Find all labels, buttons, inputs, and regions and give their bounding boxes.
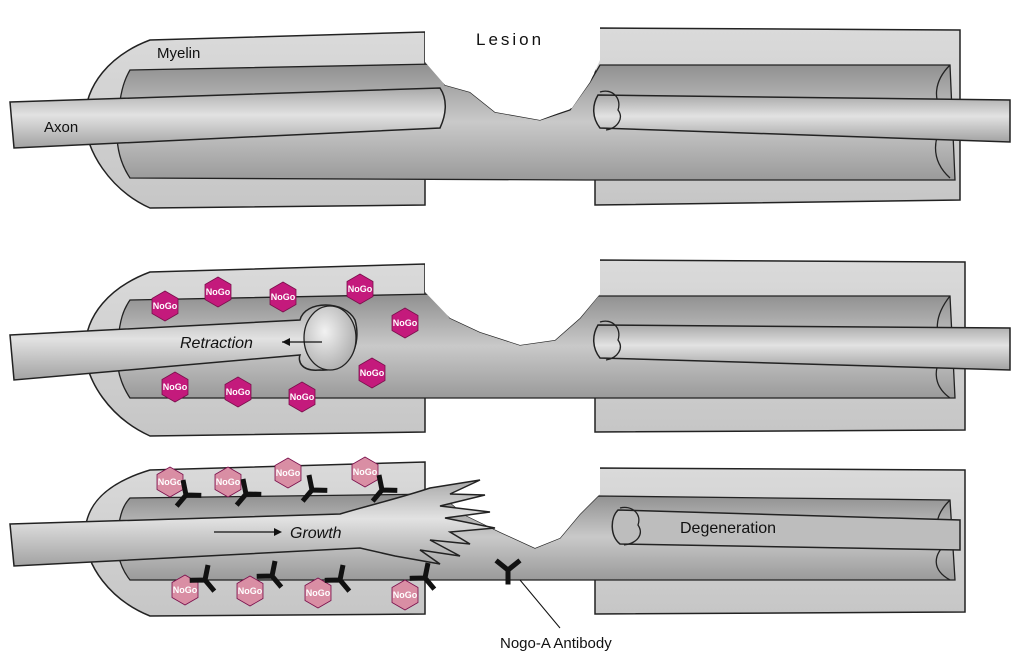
nogo-label: NoGo bbox=[163, 382, 188, 392]
antibody-icon bbox=[189, 564, 217, 593]
antibody-icon bbox=[234, 478, 262, 507]
nogo-label: NoGo bbox=[216, 477, 241, 487]
nogo-molecule: NoGo bbox=[346, 273, 374, 305]
nogo-molecule: NoGo bbox=[391, 307, 419, 339]
retraction-arrow bbox=[282, 338, 322, 346]
nogo-molecule: NoGo bbox=[224, 376, 252, 408]
nogo-molecule: NoGo bbox=[214, 466, 242, 498]
nogo-label: NoGo bbox=[226, 387, 251, 397]
nogo-molecule: NoGo bbox=[358, 357, 386, 389]
label-antibody: Nogo-A Antibody bbox=[500, 635, 612, 652]
nogo-molecule: NoGo bbox=[151, 290, 179, 322]
nogo-label: NoGo bbox=[271, 292, 296, 302]
nogo-label: NoGo bbox=[206, 287, 231, 297]
antibody-icon bbox=[174, 479, 202, 508]
nogo-molecule: NoGo bbox=[161, 371, 189, 403]
antibody-icon bbox=[324, 564, 352, 593]
nogo-label: NoGo bbox=[290, 392, 315, 402]
antibody-icon bbox=[409, 562, 437, 591]
nogo-molecule: NoGo bbox=[236, 575, 264, 607]
panel-intact-lesion: Myelin Axon Lesion bbox=[9, 22, 1011, 209]
antibody-group bbox=[174, 474, 522, 593]
nogo-label: NoGo bbox=[238, 586, 263, 596]
nogo-label: NoGo bbox=[360, 368, 385, 378]
nogo-label: NoGo bbox=[353, 467, 378, 477]
nogo-label: NoGo bbox=[153, 301, 178, 311]
antibody-icon bbox=[300, 474, 328, 503]
nogo-molecule: NoGo bbox=[156, 466, 184, 498]
growth-arrow bbox=[214, 528, 282, 536]
nogo-molecule: NoGo bbox=[204, 276, 232, 308]
label-growth: Growth bbox=[290, 525, 342, 542]
nogo-label: NoGo bbox=[306, 588, 331, 598]
antibody-icon bbox=[370, 474, 398, 503]
nogo-molecule: NoGo bbox=[269, 281, 297, 313]
nogo-molecule: NoGo bbox=[391, 579, 419, 611]
label-degeneration: Degeneration bbox=[680, 520, 776, 537]
nogo-molecule: NoGo bbox=[351, 456, 379, 488]
nogo-label: NoGo bbox=[393, 590, 418, 600]
axon bbox=[9, 304, 1011, 381]
nogo-label: NoGo bbox=[158, 477, 183, 487]
retraction-bulb bbox=[303, 305, 357, 371]
nogo-molecule: NoGo bbox=[288, 381, 316, 413]
axon bbox=[9, 87, 1011, 149]
antibody-leader-line bbox=[519, 579, 561, 629]
nogo-label: NoGo bbox=[348, 284, 373, 294]
label-myelin: Myelin bbox=[157, 45, 200, 62]
nogo-label: NoGo bbox=[393, 318, 418, 328]
nogo-label: NoGo bbox=[276, 468, 301, 478]
nogo-molecule: NoGo bbox=[304, 577, 332, 609]
degenerating-axon bbox=[611, 506, 961, 551]
antibody-icon bbox=[494, 558, 522, 585]
label-axon: Axon bbox=[44, 119, 78, 136]
label-lesion: Lesion bbox=[476, 30, 544, 49]
axon-growth-cone bbox=[9, 479, 496, 567]
nogo-label: NoGo bbox=[173, 585, 198, 595]
antibody-icon bbox=[256, 560, 284, 589]
nogo-molecule: NoGo bbox=[274, 457, 302, 489]
label-retraction: Retraction bbox=[180, 335, 253, 352]
